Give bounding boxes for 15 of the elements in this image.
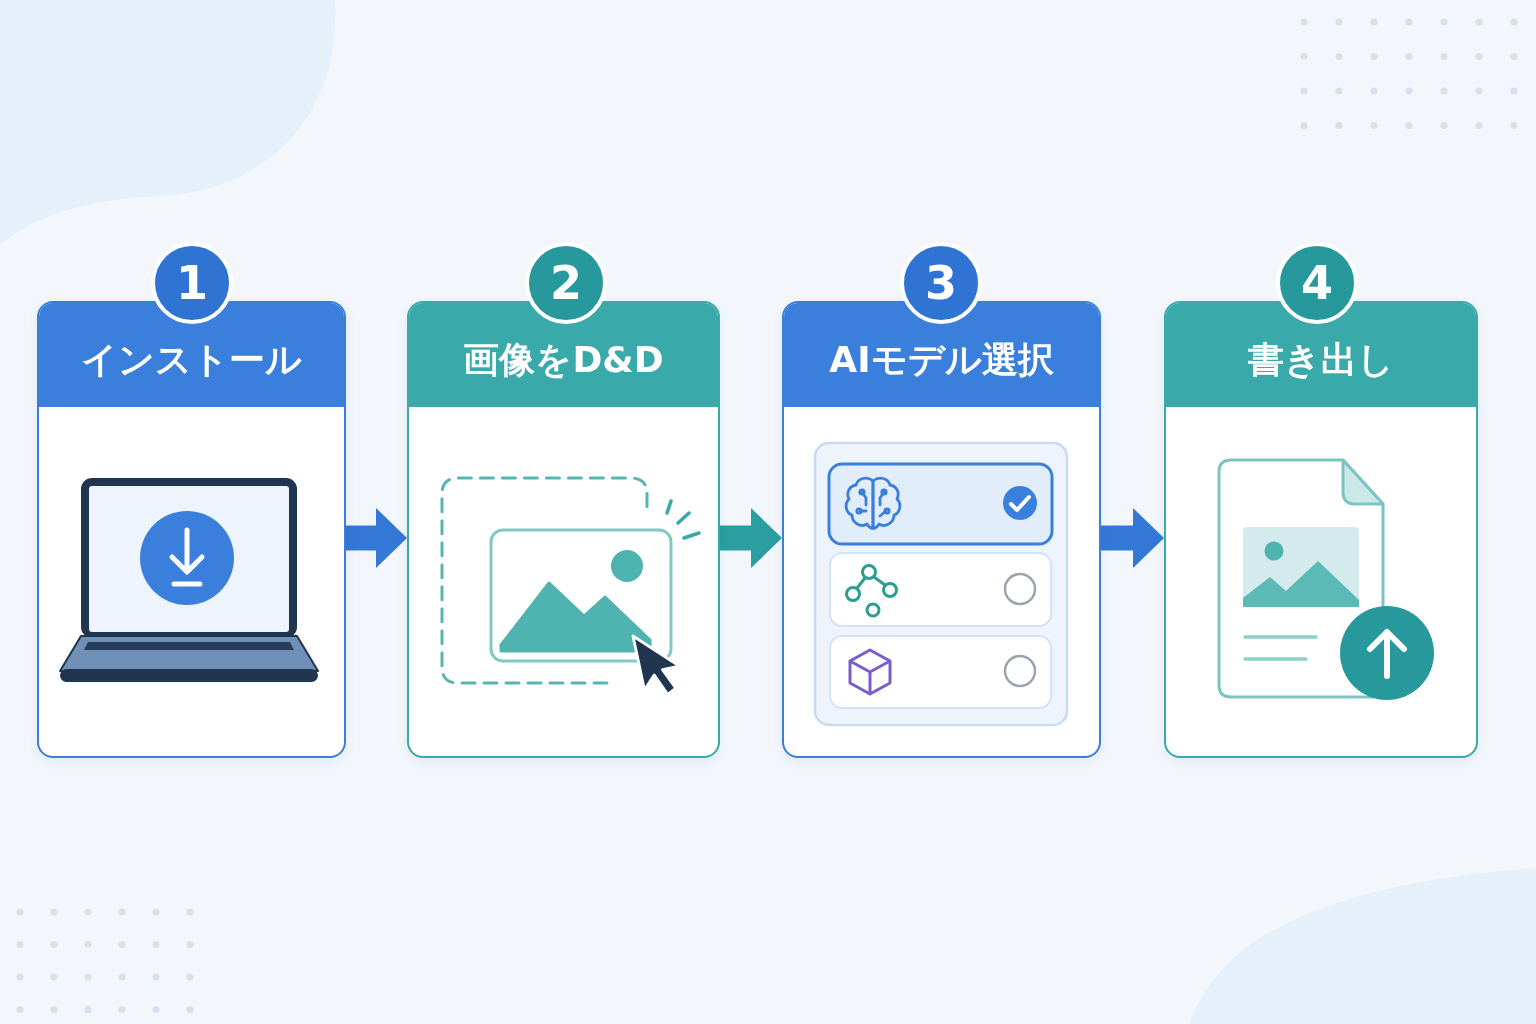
step-title: 画像をD&D — [463, 339, 664, 381]
step-title: AIモデル選択 — [829, 339, 1054, 381]
number-circle: 4 — [1276, 242, 1358, 324]
number-circle: 3 — [900, 242, 982, 324]
step-card — [782, 301, 1101, 758]
step-card — [407, 301, 720, 758]
arrow — [1101, 508, 1164, 568]
number-circle: 1 — [151, 242, 233, 324]
number-circle: 2 — [525, 242, 607, 324]
step-title: 書き出し — [1248, 339, 1394, 381]
step-title: インストール — [81, 339, 302, 381]
arrow — [720, 508, 782, 568]
arrow — [346, 508, 407, 568]
step-card — [1164, 301, 1478, 758]
step-card — [37, 301, 346, 758]
